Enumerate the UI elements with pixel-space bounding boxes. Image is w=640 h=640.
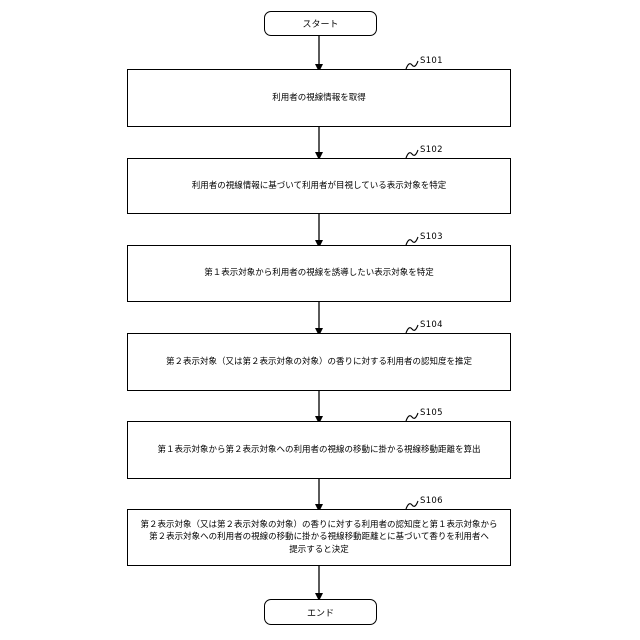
- leader-s105: [406, 413, 418, 421]
- step-text-s105: 第１表示対象から第２表示対象への利用者の視線の移動に掛かる視線移動距離を算出: [157, 444, 480, 456]
- step-id-s104: S104: [420, 320, 443, 330]
- step-text-s103: 第１表示対象から利用者の視線を誘導したい表示対象を特定: [204, 267, 434, 279]
- step-box-s101: 利用者の視線情報を取得: [127, 69, 511, 127]
- leader-s104: [406, 325, 418, 333]
- step-id-s102: S102: [420, 145, 443, 155]
- step-text-s101: 利用者の視線情報を取得: [272, 92, 366, 104]
- end-terminal: エンド: [264, 599, 377, 625]
- step-box-s102: 利用者の視線情報に基づいて利用者が目視している表示対象を特定: [127, 158, 511, 214]
- start-terminal: スタート: [264, 11, 377, 36]
- step-id-s101: S101: [420, 56, 443, 66]
- step-id-s105: S105: [420, 408, 443, 418]
- leader-s106: [406, 501, 418, 509]
- step-text-s106: 第２表示対象（又は第２表示対象の対象）の香りに対する利用者の認知度と第１表示対象…: [140, 519, 497, 556]
- step-id-s103: S103: [420, 232, 443, 242]
- leader-s101: [406, 61, 418, 69]
- leader-s102: [406, 150, 418, 158]
- step-box-s105: 第１表示対象から第２表示対象への利用者の視線の移動に掛かる視線移動距離を算出: [127, 421, 511, 479]
- step-id-s106: S106: [420, 496, 443, 506]
- step-text-s102: 利用者の視線情報に基づいて利用者が目視している表示対象を特定: [192, 180, 447, 192]
- step-box-s106: 第２表示対象（又は第２表示対象の対象）の香りに対する利用者の認知度と第１表示対象…: [127, 509, 511, 566]
- step-box-s104: 第２表示対象（又は第２表示対象の対象）の香りに対する利用者の認知度を推定: [127, 333, 511, 391]
- step-box-s103: 第１表示対象から利用者の視線を誘導したい表示対象を特定: [127, 245, 511, 302]
- step-text-s104: 第２表示対象（又は第２表示対象の対象）の香りに対する利用者の認知度を推定: [166, 356, 472, 368]
- leader-s103: [406, 237, 418, 245]
- end-label: エンド: [307, 606, 334, 619]
- start-label: スタート: [302, 17, 338, 30]
